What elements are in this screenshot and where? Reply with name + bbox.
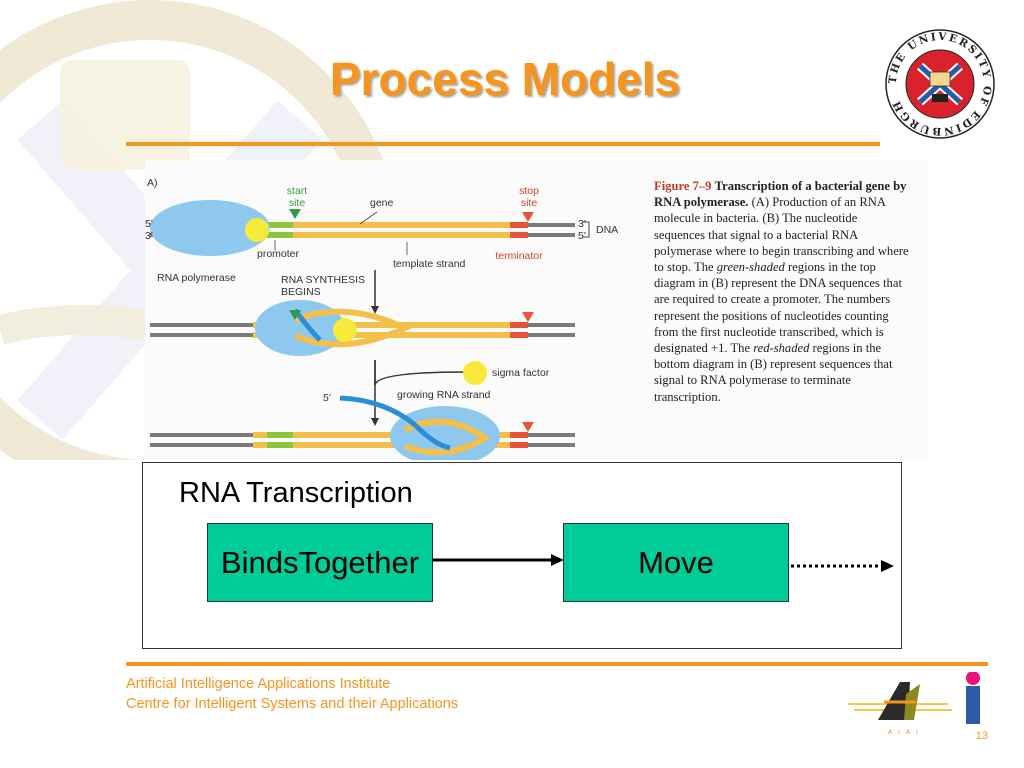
stop-site-label-2: site: [520, 197, 538, 209]
page-number: 13: [975, 730, 988, 742]
five-prime-right-label: 5': [578, 230, 586, 242]
three-prime-right-label: 3': [578, 218, 586, 230]
stop-site-label-1: stop: [519, 185, 539, 197]
rna-polymerase-label: RNA polymerase: [157, 272, 236, 284]
panel-label: A): [147, 177, 158, 189]
terminator-label: terminator: [495, 250, 543, 262]
start-site-label-2: site: [288, 197, 306, 209]
footer-centre: Centre for Intelligent Systems and their…: [126, 696, 459, 712]
move-node[interactable]: Move: [563, 523, 789, 602]
figure-caption: Figure 7–9 Transcription of a bacterial …: [654, 178, 910, 405]
template-strand-label: template strand: [393, 258, 466, 270]
three-prime-label: 3': [145, 230, 153, 242]
process-arrows: [432, 554, 894, 572]
aiai-logo: AIAI: [848, 672, 980, 736]
slide-title: Process Models: [329, 53, 681, 105]
rna-synthesis-label-1: RNA SYNTHESIS: [281, 274, 366, 286]
figure-number: Figure 7–9: [654, 179, 712, 193]
growing-rna-label: growing RNA strand: [397, 389, 491, 401]
five-prime-label: 5': [145, 218, 153, 230]
rna-five-prime-label: 5': [323, 392, 331, 404]
start-site-label-1: start: [286, 185, 308, 197]
figure-caption-title: Transcription of a bacterial gene by RNA…: [654, 179, 907, 210]
figure-caption-body: (A) Production of an RNA molecule in bac…: [654, 195, 909, 404]
gene-label: gene: [370, 197, 394, 209]
sigma-factor-label: sigma factor: [492, 367, 550, 379]
binds-together-node[interactable]: BindsTogether: [207, 523, 433, 602]
footer-institute: Artificial Intelligence Applications Ins…: [126, 676, 391, 692]
university-seal: THE UNIVERSITY OF EDINBURGH: [885, 29, 995, 139]
svg-text:AIAI: AIAI: [888, 729, 924, 736]
rna-synthesis-label-2: BEGINS: [281, 286, 321, 298]
footer-divider: [126, 662, 988, 666]
title-divider: [126, 142, 880, 146]
dna-label: DNA: [596, 224, 619, 236]
figure-diagram: [150, 200, 590, 460]
transcription-figure: A) start site stop site gene 5' 3' 3' 5'…: [145, 160, 928, 460]
promoter-label: promoter: [257, 248, 300, 260]
process-model-title: RNA Transcription: [179, 477, 413, 509]
process-model-panel: RNA Transcription BindsTogether Move: [142, 462, 902, 649]
